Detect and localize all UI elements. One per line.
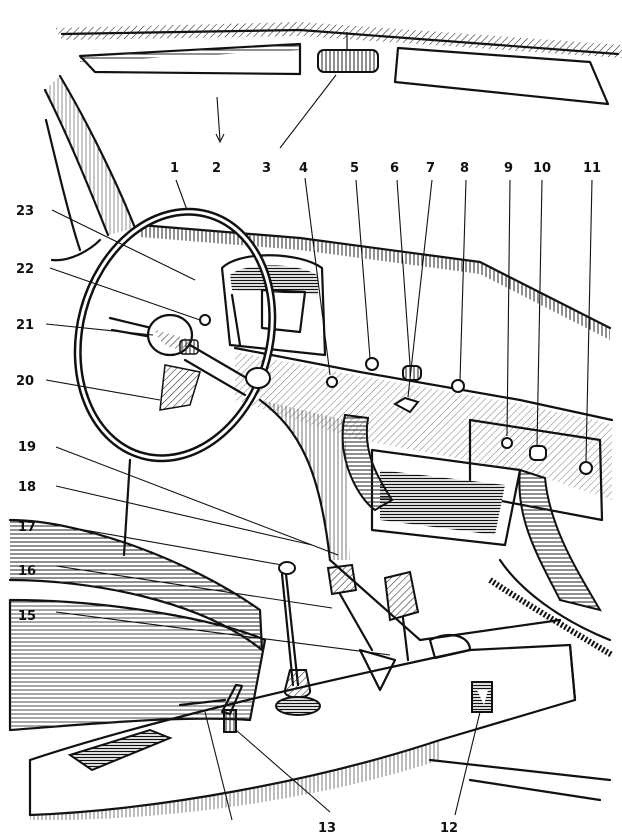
callout-3: 3 (262, 161, 271, 176)
callout-7: 7 (426, 161, 435, 176)
callout-9: 9 (504, 161, 513, 176)
a-pillar (43, 74, 137, 262)
callout-labels: 1 2 3 4 5 6 7 8 9 10 11 12 13 15 16 17 1… (16, 161, 601, 836)
callout-13: 13 (318, 821, 336, 836)
callout-4: 4 (299, 161, 308, 176)
control-knob-8 (451, 379, 465, 393)
dashboard-controls (326, 357, 593, 475)
callout-23: 23 (16, 204, 34, 219)
callout-2: 2 (212, 161, 221, 176)
callout-12: 12 (440, 821, 458, 836)
callout-18: 18 (18, 480, 36, 495)
leader-lines (45, 74, 593, 821)
control-knob-4 (326, 376, 338, 388)
control-knob-5 (365, 357, 379, 371)
hand-brake (178, 683, 244, 733)
callout-11: 11 (583, 161, 601, 176)
gear-shift-lever (275, 561, 321, 716)
brake-pedal (326, 563, 358, 596)
callout-8: 8 (460, 161, 469, 176)
callout-5: 5 (350, 161, 359, 176)
center-tunnel (28, 643, 612, 821)
callout-17: 17 (18, 520, 36, 535)
control-knob-9 (501, 437, 513, 449)
pedals (326, 563, 472, 692)
steering-wheel (73, 207, 277, 557)
driver-seat (8, 518, 267, 732)
control-knob-6 (402, 365, 422, 381)
rearview-mirror (317, 32, 379, 73)
control-knob-11 (579, 461, 593, 475)
callout-21: 21 (16, 318, 34, 333)
callout-22: 22 (16, 262, 34, 277)
callout-16: 16 (18, 564, 36, 579)
callout-15: 15 (18, 609, 36, 624)
control-lever-7 (392, 396, 420, 414)
callout-20: 20 (16, 374, 34, 389)
callout-6: 6 (390, 161, 399, 176)
control-knob-10 (529, 445, 547, 461)
callout-1: 1 (170, 161, 179, 176)
windshield-frame (55, 22, 622, 106)
tunnel-switch (471, 681, 493, 713)
accelerator-pedal (383, 570, 420, 622)
floor-mat (67, 728, 173, 772)
dashboard (138, 223, 614, 500)
floor-panel (258, 398, 562, 642)
callout-19: 19 (18, 440, 36, 455)
callout-10: 10 (533, 161, 551, 176)
